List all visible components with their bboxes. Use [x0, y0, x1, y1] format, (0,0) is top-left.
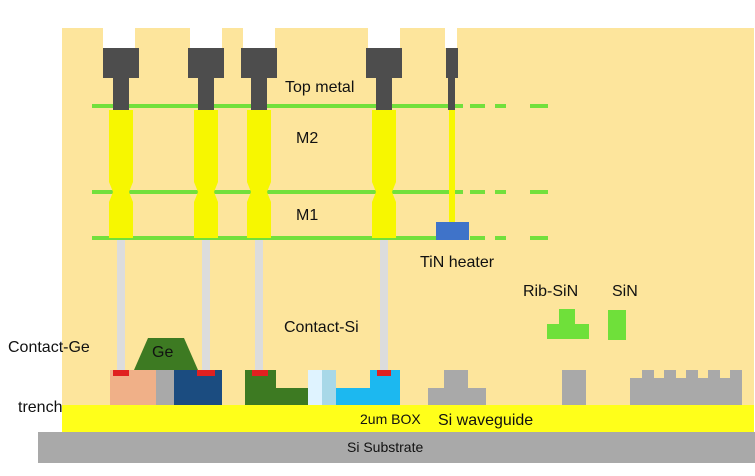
- label-rib-sin: Rib-SiN: [523, 283, 579, 300]
- label-ge: Ge: [152, 344, 174, 361]
- box-layer: [62, 405, 754, 432]
- label-si-waveguide: Si waveguide: [438, 412, 534, 429]
- si-modulator: [245, 370, 400, 405]
- label-m2: M2: [296, 130, 319, 147]
- label-sin: SiN: [612, 283, 638, 300]
- contact-stack-1: [103, 28, 139, 370]
- contact-stack-2: [188, 28, 224, 370]
- label-si-substrate: Si Substrate: [347, 439, 424, 455]
- contact-stack-3: [241, 28, 277, 370]
- label-tin-heater: TiN heater: [420, 254, 495, 271]
- label-contact-ge: Contact-Ge: [8, 339, 90, 356]
- ge-photodetector: [110, 338, 222, 405]
- label-top-metal: Top metal: [285, 79, 355, 96]
- si-rib-waveguide: [428, 370, 486, 405]
- label-contact-si: Contact-Si: [284, 319, 359, 336]
- tin-heater: [436, 222, 469, 240]
- label-m1: M1: [296, 207, 319, 224]
- label-trench: trench: [18, 399, 63, 416]
- sin-strip: [608, 310, 626, 340]
- contact-stack-4: [366, 28, 402, 370]
- si-strip-waveguide: [562, 370, 586, 405]
- heater-stack: [445, 28, 458, 222]
- label-box: 2um BOX: [360, 411, 421, 427]
- si-grating: [630, 370, 742, 405]
- substrate: [38, 432, 755, 463]
- rib-sin: [547, 309, 589, 339]
